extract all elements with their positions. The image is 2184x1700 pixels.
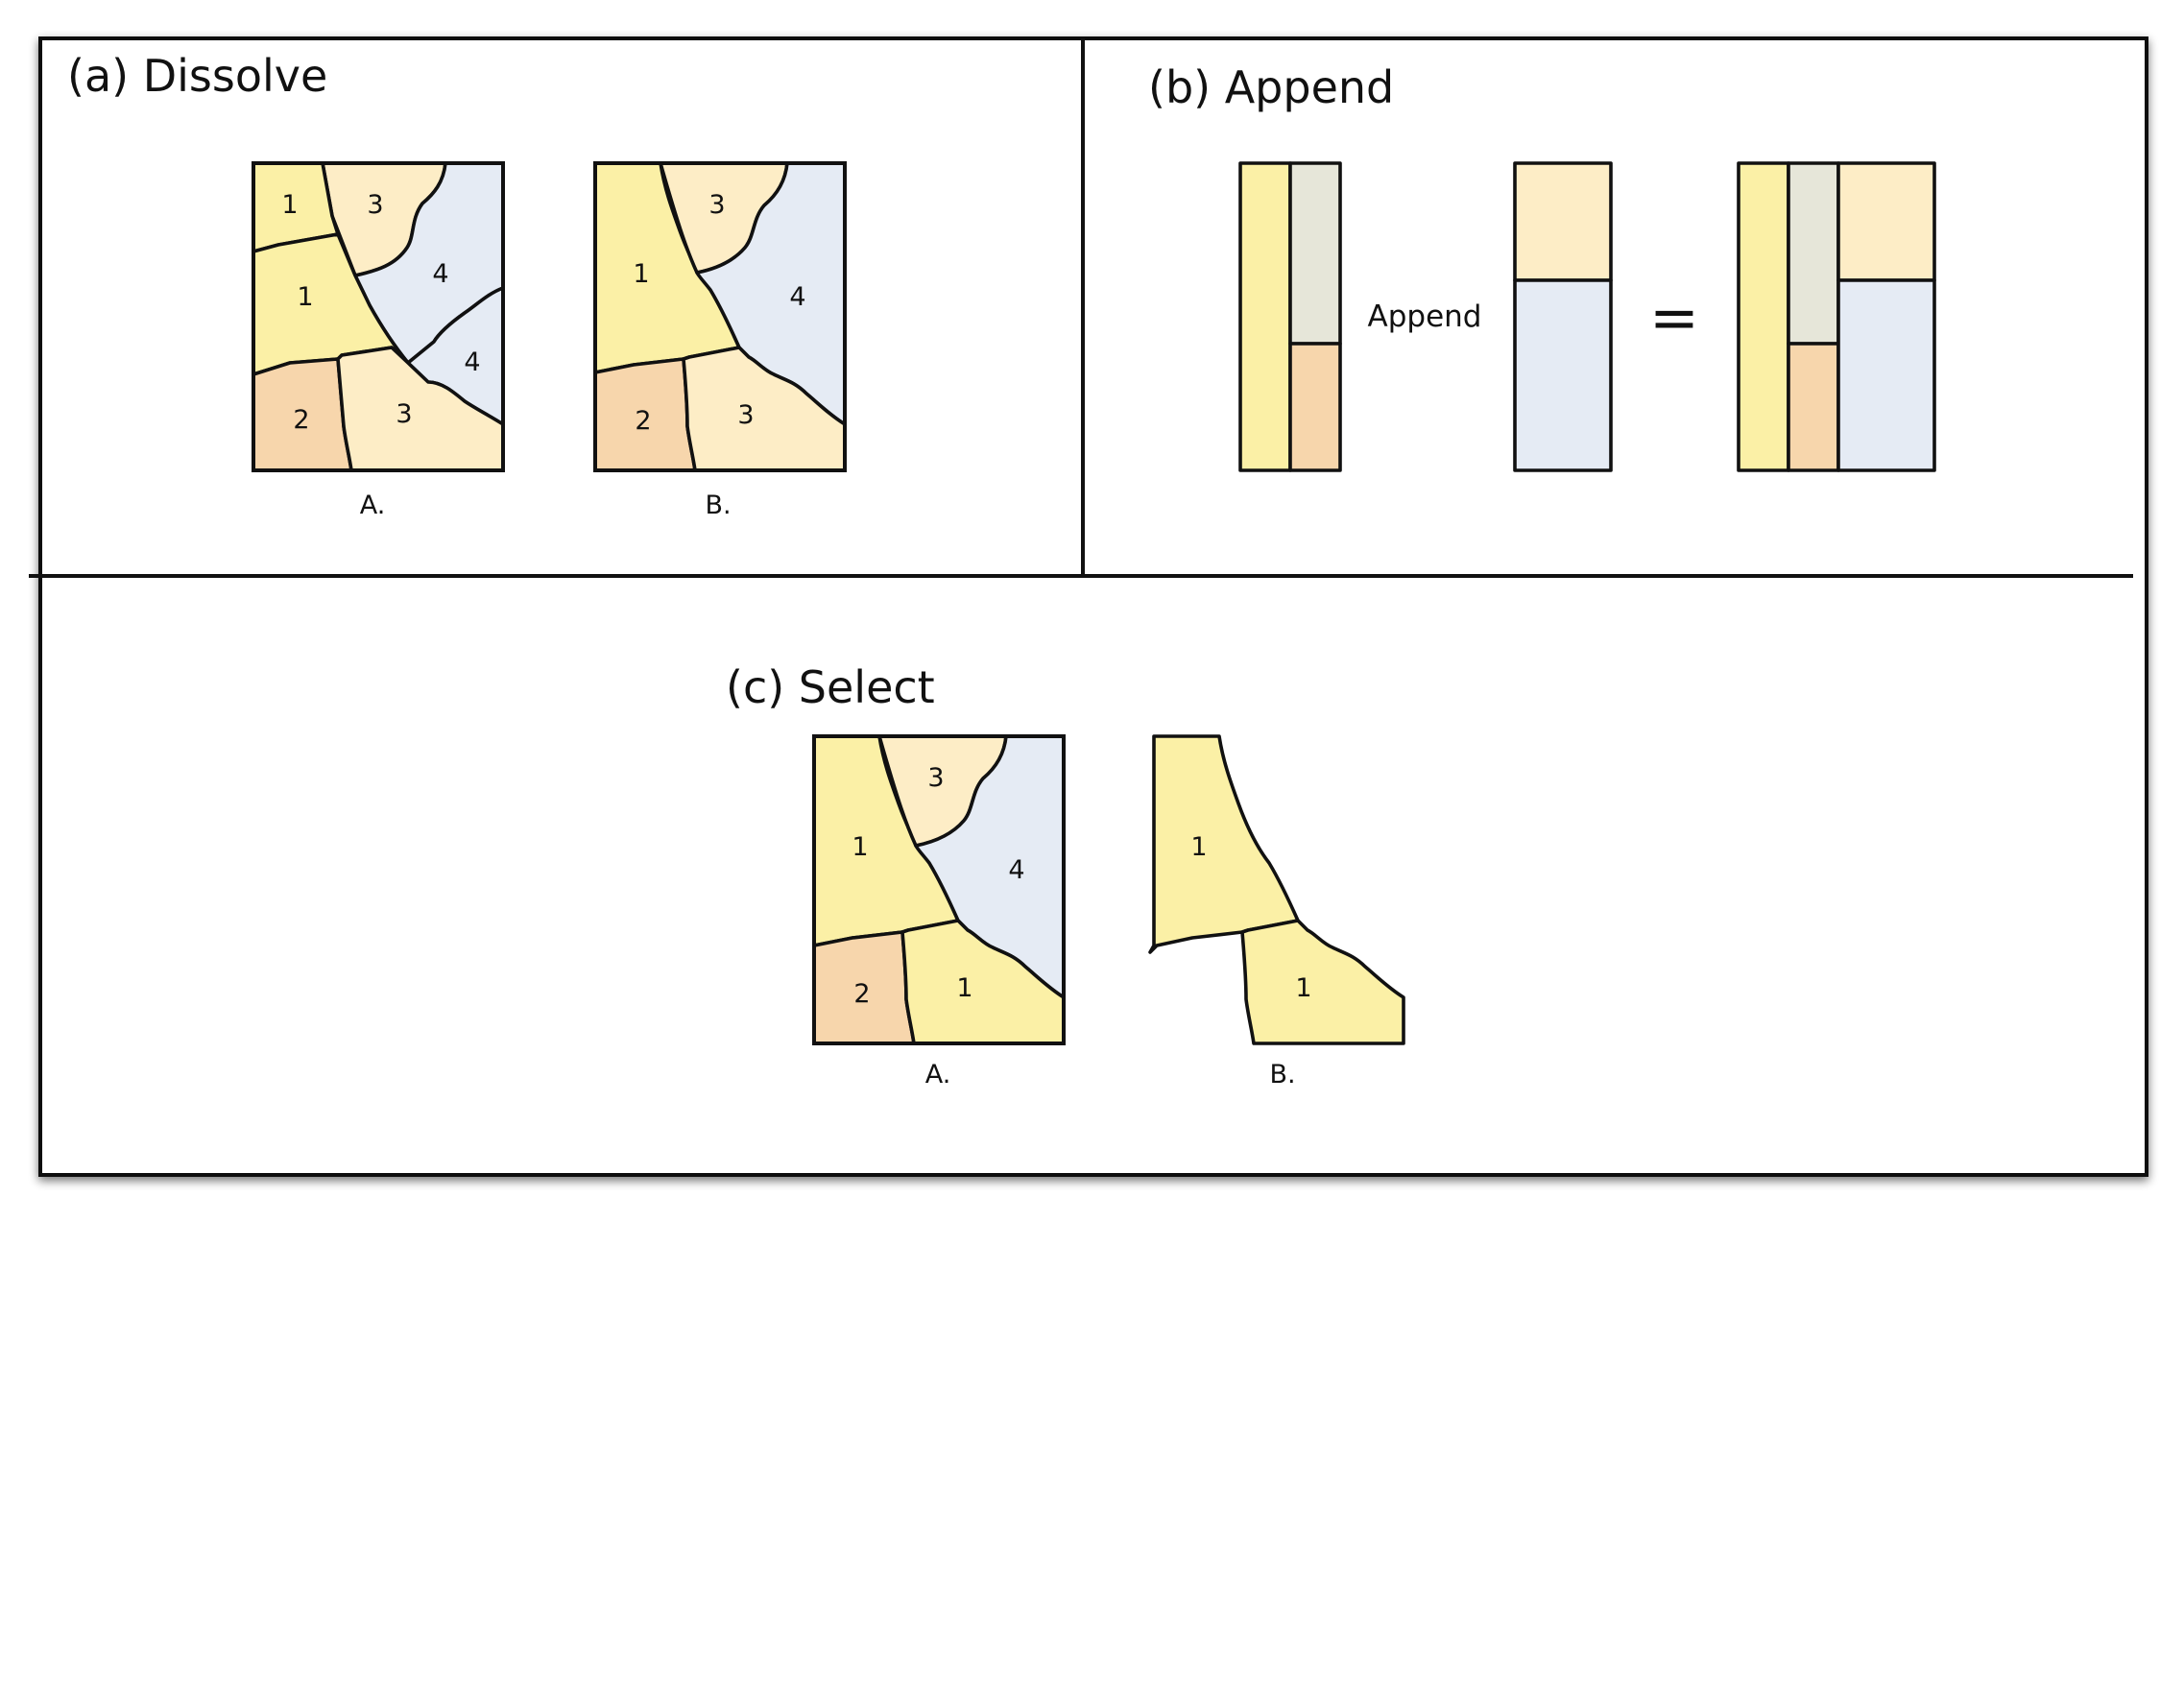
append-title: (b) Append bbox=[1148, 61, 1394, 113]
selected-zone-1-low bbox=[1240, 919, 1405, 1045]
zone-label: 2 bbox=[853, 979, 870, 1009]
zone-label: 2 bbox=[635, 406, 651, 436]
map-a-caption: A. bbox=[360, 491, 386, 520]
result-grey bbox=[1787, 161, 1840, 346]
zone-label: 3 bbox=[396, 399, 412, 429]
select-map-b-caption: B. bbox=[1269, 1060, 1295, 1089]
map-b-caption: B. bbox=[705, 491, 731, 520]
equals-sign: = bbox=[1649, 282, 1699, 352]
append-result bbox=[1737, 161, 1936, 472]
zone-label: 1 bbox=[281, 190, 298, 220]
zone-label: 3 bbox=[927, 763, 944, 793]
strip-peach bbox=[1288, 342, 1342, 472]
select-map-a: 3 1 4 2 1 A. bbox=[812, 734, 1066, 1089]
block-cream bbox=[1513, 161, 1613, 282]
select-title: (c) Select bbox=[726, 661, 935, 713]
dissolve-map-b: 3 1 4 2 3 B. bbox=[593, 161, 847, 520]
zone-label: 1 bbox=[1190, 832, 1207, 862]
append-panel: (b) Append Append = bbox=[1148, 61, 1936, 472]
map-b-frame bbox=[593, 161, 847, 472]
result-cream bbox=[1836, 161, 1936, 282]
map-a-frame bbox=[252, 161, 505, 472]
zone-label: 3 bbox=[708, 190, 725, 220]
select-panel: (c) Select 3 1 4 2 1 A. 1 1 B. bbox=[726, 661, 1405, 1089]
zone-label: 1 bbox=[297, 282, 313, 312]
dissolve-title: (a) Dissolve bbox=[67, 50, 327, 102]
zone-label: 4 bbox=[464, 347, 480, 377]
result-peach bbox=[1787, 342, 1840, 472]
zone-3-low-b bbox=[682, 346, 847, 472]
zone-label: 4 bbox=[1008, 855, 1024, 885]
zone-label: 2 bbox=[293, 405, 309, 435]
zone-label: 1 bbox=[852, 832, 868, 862]
block-blue bbox=[1513, 278, 1613, 472]
select-map-b: 1 1 B. bbox=[1148, 734, 1405, 1089]
zone-label: 4 bbox=[432, 259, 448, 289]
strip-grey bbox=[1288, 161, 1342, 346]
zone-label: 3 bbox=[737, 400, 754, 430]
dissolve-panel: (a) Dissolve 1 3 1 4 4 2 3 A. bbox=[67, 50, 847, 520]
sel-zone-1-low bbox=[900, 919, 1066, 1045]
append-layer-two bbox=[1513, 161, 1613, 472]
append-layer-one bbox=[1238, 161, 1342, 472]
zone-label: 1 bbox=[956, 973, 972, 1003]
zone-label: 1 bbox=[1295, 973, 1311, 1003]
select-map-a-frame bbox=[812, 734, 1066, 1045]
zone-label: 3 bbox=[367, 190, 383, 220]
dissolve-map-a: 1 3 1 4 4 2 3 A. bbox=[252, 161, 505, 520]
zone-label: 1 bbox=[633, 259, 649, 289]
append-operator-label: Append bbox=[1368, 299, 1482, 334]
strip-yellow bbox=[1238, 161, 1292, 472]
zone-label: 4 bbox=[789, 282, 805, 312]
select-map-a-caption: A. bbox=[925, 1060, 951, 1089]
result-blue bbox=[1836, 278, 1936, 472]
result-yellow bbox=[1737, 161, 1790, 472]
